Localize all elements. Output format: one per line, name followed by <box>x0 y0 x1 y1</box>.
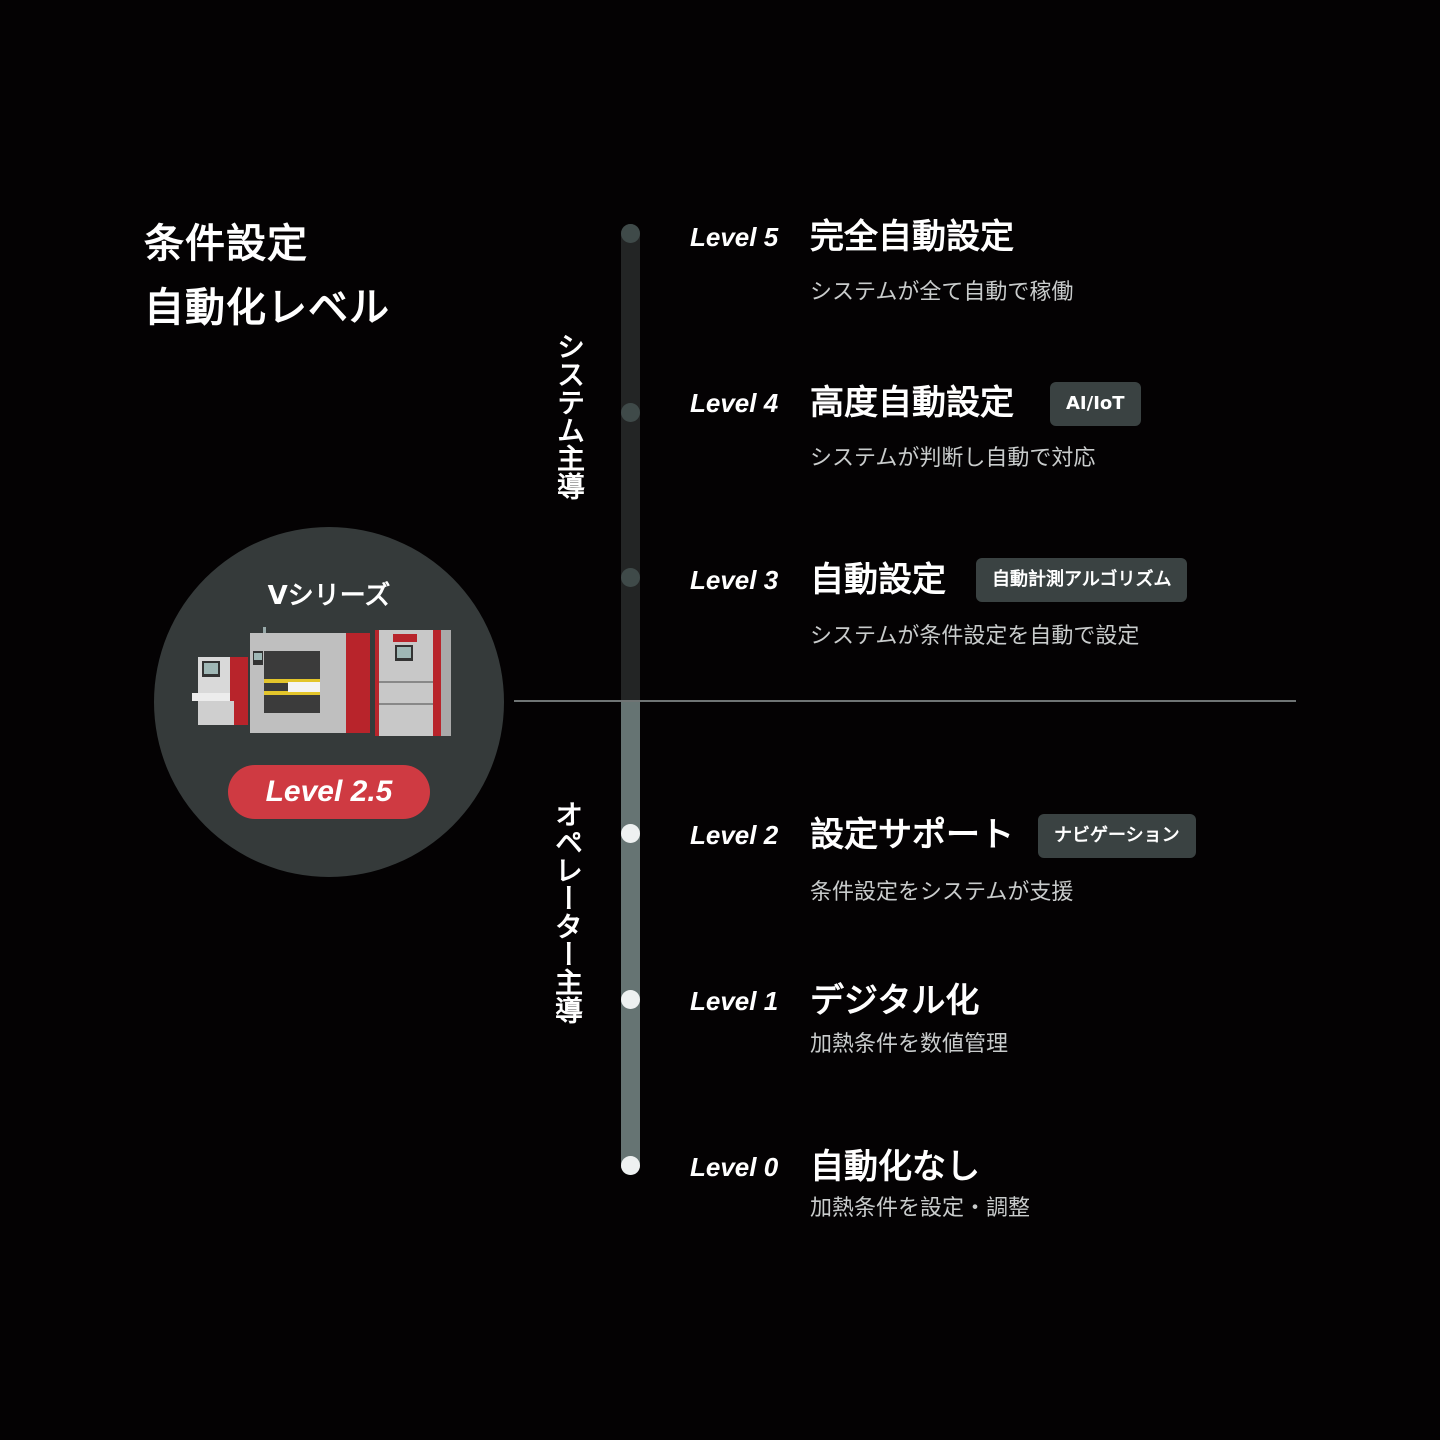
level-description: システムが判断し自動で対応 <box>810 446 1096 471</box>
level-row-5: Level 5 完全自動設定 システムが全て自動で稼働 <box>0 217 1440 317</box>
tag-auto-measure-algorithm: 自動計測アルゴリズム <box>976 558 1188 602</box>
timeline-node-level5 <box>621 224 640 243</box>
level-title: デジタル化 <box>810 981 980 1021</box>
level-title: 高度自動設定 <box>810 383 1014 423</box>
level-number: Level 3 <box>690 565 779 595</box>
machine-lineup-image <box>192 627 451 736</box>
current-level-badge: Level 2.5 <box>228 765 430 819</box>
tag-ai-iot: AI/IoT <box>1050 382 1141 426</box>
level-number: Level 1 <box>690 986 779 1016</box>
level-description: システムが全て自動で稼働 <box>810 280 1074 305</box>
level-row-1: Level 1 デジタル化 加熱条件を数値管理 <box>0 981 1440 1081</box>
timeline-node-level2 <box>621 824 640 843</box>
page-title-line2: 自動化レベル <box>144 285 390 331</box>
level-title: 設定サポート <box>810 815 1014 855</box>
level-row-3: Level 3 自動設定 自動計測アルゴリズム システムが条件設定を自動で設定 <box>0 558 1440 660</box>
level-row-0: Level 0 自動化なし 加熱条件を設定・調整 <box>0 1147 1440 1247</box>
level-description: 加熱条件を数値管理 <box>810 1032 1009 1057</box>
product-circle: Vシリーズ Level 2.5 <box>154 527 504 877</box>
product-name: Vシリーズ <box>267 581 391 611</box>
timeline-node-level0 <box>621 1156 640 1175</box>
tag-navigation: ナビゲーション <box>1038 814 1196 858</box>
level-number: Level 0 <box>690 1152 779 1182</box>
level-row-2: Level 2 設定サポート ナビゲーション 条件設定をシステムが支援 <box>0 814 1440 915</box>
timeline-node-level1 <box>621 990 640 1009</box>
level-row-4: Level 4 高度自動設定 AI/IoT システムが判断し自動で対応 <box>0 382 1440 483</box>
level-description: 加熱条件を設定・調整 <box>810 1196 1031 1221</box>
level-title: 自動設定 <box>810 560 946 600</box>
level-number: Level 4 <box>690 388 779 418</box>
page-title-line1: 条件設定 <box>144 221 308 267</box>
level-number: Level 2 <box>690 820 779 850</box>
level-number: Level 5 <box>690 222 779 252</box>
level-title: 完全自動設定 <box>810 217 1014 257</box>
section-divider <box>514 700 1296 702</box>
level-title: 自動化なし <box>810 1147 980 1187</box>
timeline-node-level4 <box>621 403 640 422</box>
level-description: システムが条件設定を自動で設定 <box>810 624 1140 649</box>
group-label-system: システム主導 <box>553 332 586 500</box>
timeline-track-operator <box>621 701 640 1175</box>
group-label-operator: オペレーター主導 <box>551 800 584 1024</box>
page-title: 条件設定 自動化レベル <box>144 212 390 340</box>
timeline-node-level3 <box>621 568 640 587</box>
level-description: 条件設定をシステムが支援 <box>810 880 1074 905</box>
